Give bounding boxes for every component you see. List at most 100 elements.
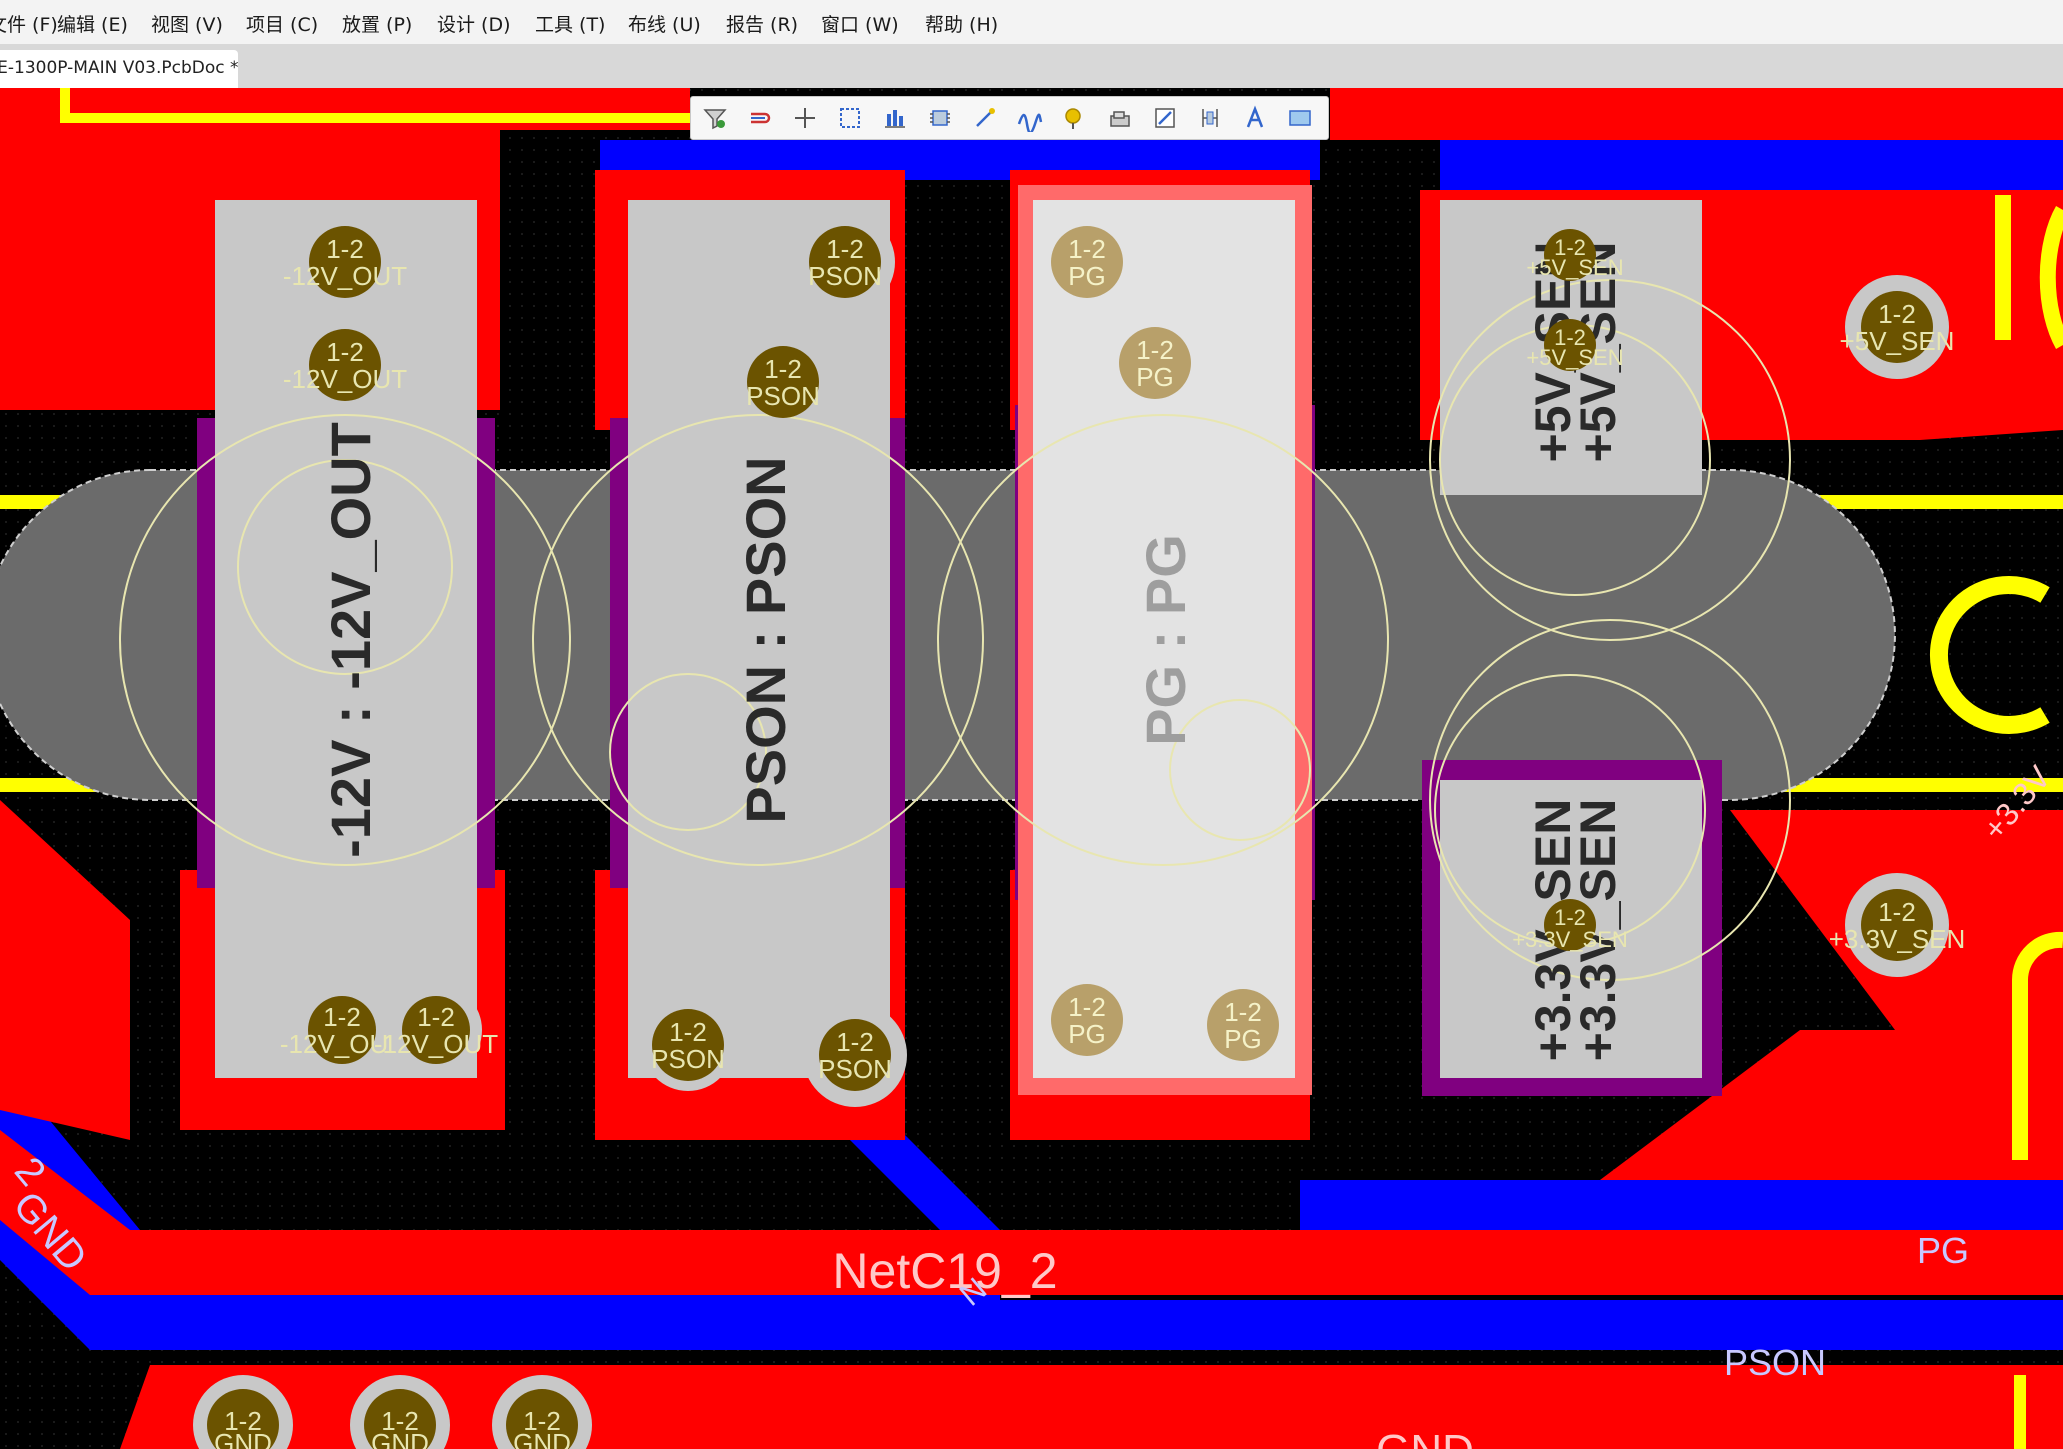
menu-file[interactable]: 文件 (F) <box>0 14 58 36</box>
via-v11[interactable]: 1-2PG <box>1051 984 1123 1056</box>
via-label-top: 1-2 <box>836 1027 874 1057</box>
via-label-top: 1-2 <box>326 234 364 264</box>
via-v15[interactable]: 1-2+5V_SEN <box>1840 275 1955 379</box>
via-label-top: 1-2 <box>1554 235 1586 260</box>
top-copper-right-diag <box>1600 1030 2063 1180</box>
menu-edit[interactable]: 编辑 (E) <box>57 14 128 36</box>
diff-pair-icon[interactable] <box>1016 104 1044 135</box>
menu-place[interactable]: 放置 (P) <box>342 14 413 36</box>
via-v17[interactable]: 1-2+3.3V_SEN <box>1829 873 1966 977</box>
menu-view[interactable]: 视图 (V) <box>151 14 223 36</box>
overlay-right-bracket <box>2011 931 2063 1160</box>
menu-tools[interactable]: 工具 (T) <box>535 14 606 36</box>
via-label-net: PG <box>1136 362 1174 392</box>
string-text-icon[interactable] <box>1241 104 1269 132</box>
via-label-top: 1-2 <box>326 337 364 367</box>
dimension-icon[interactable] <box>1196 104 1224 132</box>
via-label-top: 1-2 <box>1068 234 1106 264</box>
component-icon[interactable] <box>926 104 954 132</box>
hole-outline-p1-inner <box>237 459 453 675</box>
vias: 1-2-12V_OUT 1-2-12V_OUT 1-2-12V_OUT 1-2-… <box>193 212 1965 1449</box>
via-label-top: 1-2 <box>1224 997 1262 1027</box>
pad-net-labels: -12V : -12V_OUT PSON : PSON PG : PG +5V_… <box>319 242 1626 1062</box>
via-v4[interactable]: 1-2-12V_OUT <box>374 984 498 1076</box>
overlay-c-arc <box>1930 576 2050 734</box>
pad-pson[interactable] <box>628 200 890 1078</box>
menu-reports[interactable]: 报告 (R) <box>726 14 799 36</box>
via-label-net: +5V_SEN <box>1526 255 1623 280</box>
via-v3[interactable]: 1-2-12V_OUT <box>280 992 404 1068</box>
via-label-top: 1-2 <box>1878 897 1916 927</box>
via-label-top: 1-2 <box>523 1406 561 1436</box>
top-copper-top-strip <box>500 88 690 130</box>
via-label-net: PSON <box>651 1044 725 1074</box>
pad-label-p2: PSON : PSON <box>734 456 797 823</box>
via-label-net: PSON <box>808 261 882 291</box>
via-label-net: +5V_SEN <box>1840 326 1955 356</box>
via-v2[interactable]: 1-2-12V_OUT <box>283 329 407 401</box>
top-copper-top-right-strip <box>1330 88 2063 140</box>
via-label-top: 1-2 <box>381 1406 419 1436</box>
track-icon[interactable] <box>971 104 999 132</box>
via-v14[interactable]: 1-2+5V_SEN <box>1526 319 1624 371</box>
via-label-top: 1-2 <box>764 354 802 384</box>
via-v10[interactable]: 1-2PG <box>1119 327 1191 399</box>
via-icon[interactable] <box>1061 104 1089 132</box>
hole-outline-p4 <box>1429 279 1791 641</box>
fill-icon[interactable] <box>1151 104 1179 132</box>
document-tab-bar: KE-1300P-MAIN V03.PcbDoc * <box>0 44 2063 88</box>
hole-outline-p2 <box>532 414 984 866</box>
bottom-copper-top-right <box>1440 140 2063 200</box>
menu-project[interactable]: 项目 (C) <box>246 14 319 36</box>
region-icon[interactable] <box>1286 104 1314 132</box>
route-interactive-icon[interactable] <box>746 104 774 132</box>
document-tab[interactable]: KE-1300P-MAIN V03.PcbDoc * <box>0 50 239 88</box>
crosshair-icon[interactable] <box>791 104 819 132</box>
via-label-top: 1-2 <box>1554 325 1586 350</box>
via-v9[interactable]: 1-2PG <box>1051 226 1123 298</box>
hole-outline-p1 <box>119 414 571 866</box>
hole-outline-p5 <box>1429 619 1791 981</box>
net-label-pson: PSON <box>1724 1342 1826 1383</box>
menu-help[interactable]: 帮助 (H) <box>925 14 999 36</box>
via-label-net: -12V_OUT <box>283 261 407 291</box>
via-label-top: 1-2 <box>1554 905 1586 930</box>
net-label-gnd-bottom: GND <box>1376 1426 1474 1449</box>
via-v13[interactable]: 1-2+5V_SEN <box>1526 229 1624 281</box>
pad-label-p1: -12V : -12V_OUT <box>319 422 382 858</box>
via-label-top: 1-2 <box>826 234 864 264</box>
menu-design[interactable]: 设计 (D) <box>437 14 511 36</box>
menu-route[interactable]: 布线 (U) <box>628 14 701 36</box>
hole-outlines <box>119 279 1791 981</box>
via-label-net: +5V_SEN <box>1526 345 1623 370</box>
menu-bar: 文件 (F) 编辑 (E) 视图 (V) 项目 (C) 放置 (P) 设计 (D… <box>0 0 2063 45</box>
overlay-top-line <box>60 88 690 123</box>
via-label-top: 1-2 <box>1068 992 1106 1022</box>
top-copper-netc19-trace <box>0 1130 2063 1295</box>
via-label-top: 1-2 <box>417 1002 455 1032</box>
via-label-top: 1-2 <box>1136 335 1174 365</box>
pcb-canvas[interactable]: -12V : -12V_OUT PSON : PSON PG : PG +5V_… <box>0 88 2063 1449</box>
via-label-top: 1-2 <box>323 1002 361 1032</box>
via-label-net: PSON <box>746 381 820 411</box>
via-label-net: GND <box>513 1428 571 1449</box>
via-v1[interactable]: 1-2-12V_OUT <box>283 226 407 298</box>
align-icon[interactable] <box>881 104 909 132</box>
top-copper-gnd-bottom <box>120 1365 2063 1449</box>
top-copper-lower-left <box>0 800 130 1140</box>
menu-window[interactable]: 窗口 (W) <box>821 14 899 36</box>
via-v12[interactable]: 1-2PG <box>1207 989 1279 1061</box>
via-label-net: -12V_OUT <box>280 1029 404 1059</box>
select-rect-icon[interactable] <box>836 104 864 132</box>
via-v16[interactable]: 1-2+3.3V_SEN <box>1512 899 1628 952</box>
hole-outline-p3-inner <box>1169 699 1311 841</box>
pad-icon[interactable] <box>1106 104 1134 132</box>
filter-icon[interactable] <box>701 104 729 132</box>
